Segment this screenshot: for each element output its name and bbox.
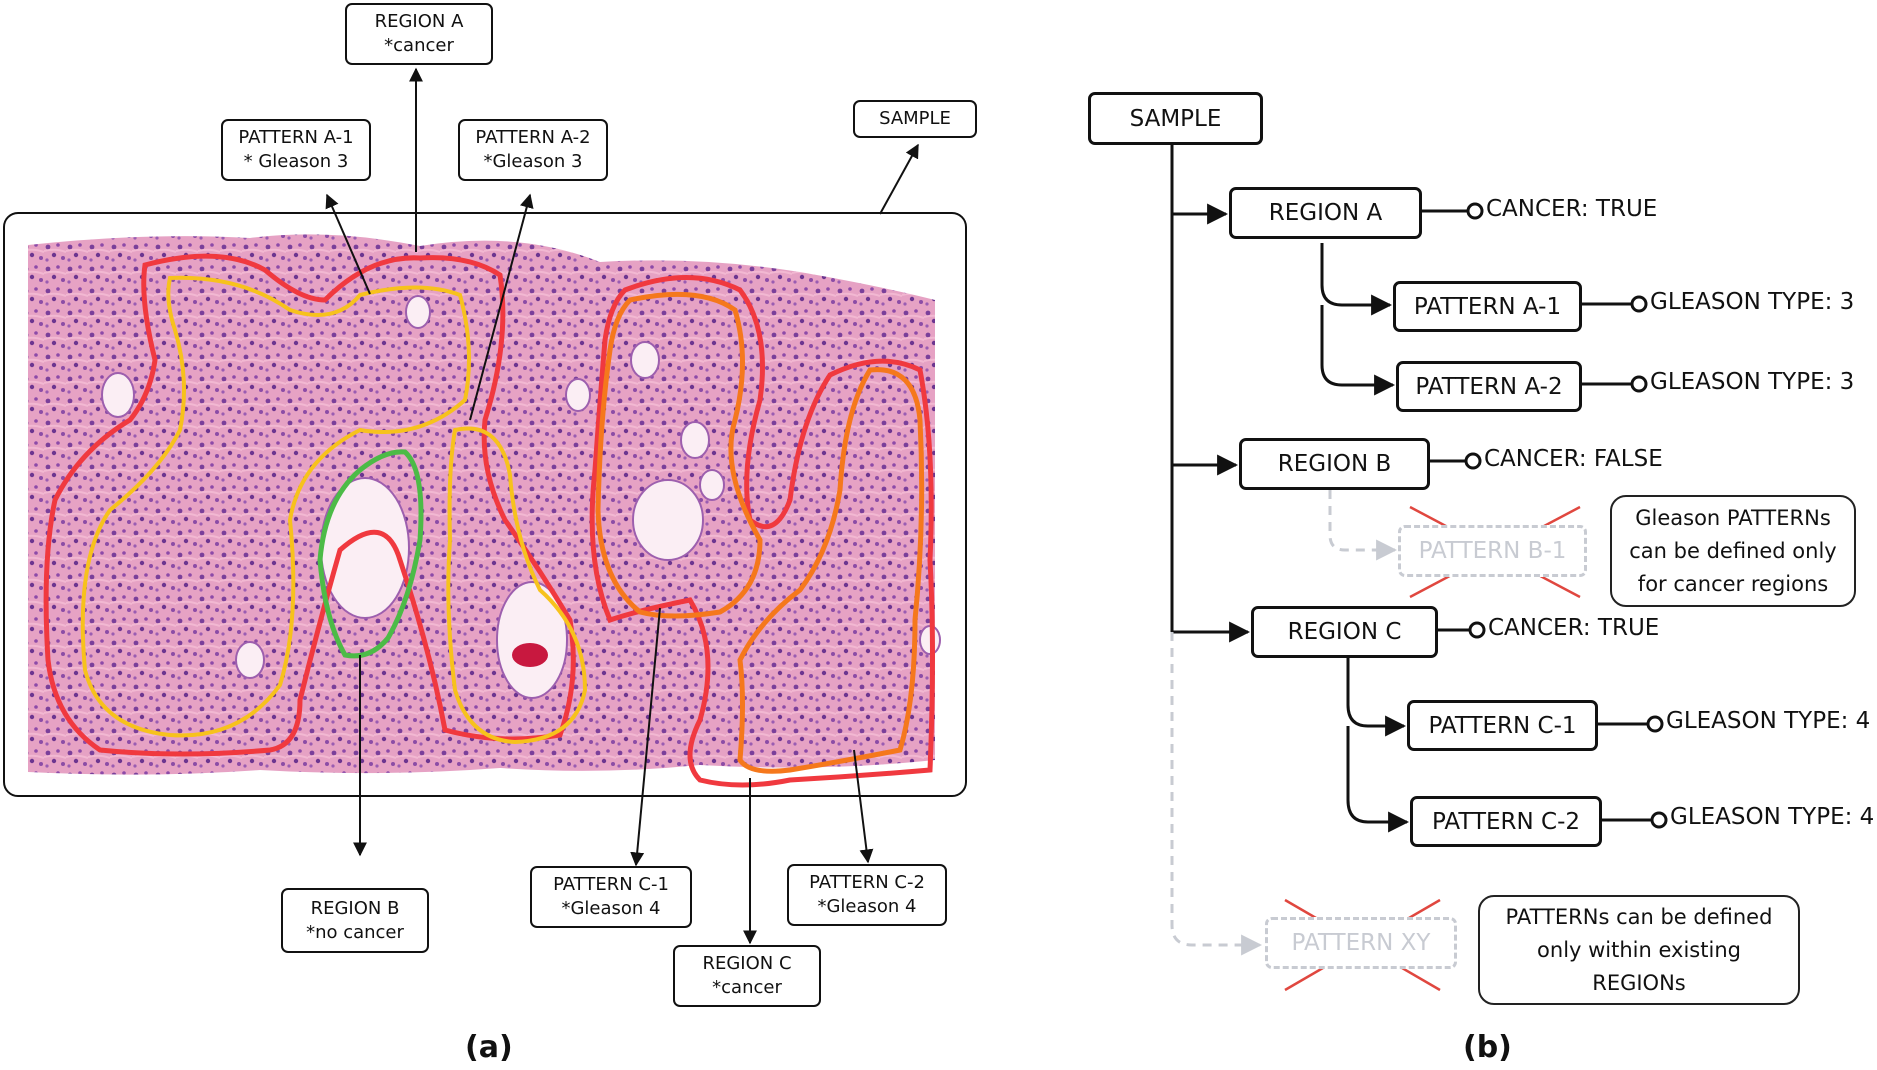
node-pattern-a2: PATTERN A-2 <box>1396 361 1582 412</box>
label-region-c-line2: *cancer <box>712 977 782 998</box>
label-pattern-c2: PATTERN C-2 *Gleason 4 <box>787 864 947 926</box>
label-region-a: REGION A *cancer <box>345 3 493 65</box>
label-region-c: REGION C *cancer <box>673 945 821 1007</box>
pattern-c1-contour <box>595 291 763 619</box>
attr-pattern-a1: GLEASON TYPE: 3 <box>1650 289 1855 315</box>
pattern-c2-contour <box>737 367 925 774</box>
label-sample-line1: SAMPLE <box>879 108 951 129</box>
node-pattern-a1: PATTERN A-1 <box>1393 281 1582 332</box>
region-c-contour <box>589 275 935 788</box>
node-sample: SAMPLE <box>1088 92 1263 145</box>
note-pattern-rule-line3: REGIONs <box>1592 970 1686 995</box>
attribute-circles <box>1464 202 1668 829</box>
label-pattern-c1-line1: PATTERN C-1 <box>553 874 669 895</box>
label-pattern-a1-line2: * Gleason 3 <box>243 151 349 172</box>
caption-a: (a) <box>465 1030 513 1065</box>
attr-region-a: CANCER: TRUE <box>1486 196 1658 222</box>
label-region-a-line2: *cancer <box>384 35 454 56</box>
attr-region-b: CANCER: FALSE <box>1484 446 1663 472</box>
label-pattern-a2-line2: *Gleason 3 <box>483 151 583 172</box>
node-region-a: REGION A <box>1229 187 1422 239</box>
label-pattern-a1-line1: PATTERN A-1 <box>238 127 354 148</box>
invalid-connectors <box>1170 490 1398 956</box>
label-pattern-c2-line1: PATTERN C-2 <box>809 872 925 893</box>
pattern-a2-contour <box>446 426 588 745</box>
region-b-contour <box>317 449 424 659</box>
label-region-b-line2: *no cancer <box>306 921 404 943</box>
note-gleason-rule-line1: Gleason PATTERNs <box>1635 505 1831 530</box>
label-pattern-c1: PATTERN C-1 *Gleason 4 <box>530 866 692 928</box>
pattern-a1-contour <box>80 275 471 738</box>
region-a-contour <box>43 253 576 757</box>
node-region-b: REGION B <box>1239 438 1430 490</box>
node-pattern-c2: PATTERN C-2 <box>1410 796 1602 847</box>
panel-a-arrows <box>325 67 919 945</box>
label-region-b: REGION B *no cancer <box>281 888 429 953</box>
node-pattern-c1: PATTERN C-1 <box>1407 700 1598 751</box>
label-pattern-c1-line2: *Gleason 4 <box>561 898 661 919</box>
attr-pattern-a2: GLEASON TYPE: 3 <box>1650 369 1855 395</box>
label-pattern-a2-line1: PATTERN A-2 <box>475 127 591 148</box>
blood-spot <box>512 643 548 667</box>
note-gleason-rule-line3: for cancer regions <box>1637 571 1829 596</box>
panel-b-tree-lines <box>1170 144 1652 833</box>
node-pattern-b1-invalid: PATTERN B-1 <box>1398 525 1587 577</box>
attr-pattern-c2: GLEASON TYPE: 4 <box>1670 804 1875 830</box>
note-gleason-rule-line2: can be defined only <box>1629 538 1837 563</box>
node-region-c: REGION C <box>1251 606 1438 658</box>
note-gleason-rule: Gleason PATTERNs can be defined only for… <box>1610 495 1856 607</box>
label-region-a-line1: REGION A <box>374 11 464 32</box>
attr-region-c: CANCER: TRUE <box>1488 615 1660 641</box>
label-region-c-line1: REGION C <box>702 953 792 974</box>
label-pattern-a1: PATTERN A-1 * Gleason 3 <box>221 119 371 181</box>
label-sample: SAMPLE <box>853 100 977 138</box>
label-pattern-a2: PATTERN A-2 *Gleason 3 <box>458 119 608 181</box>
note-pattern-rule-line1: PATTERNs can be defined <box>1505 904 1773 929</box>
caption-b: (b) <box>1463 1030 1512 1065</box>
tissue-section <box>28 234 935 775</box>
label-region-b-line1: REGION B <box>310 897 400 919</box>
attr-pattern-c1: GLEASON TYPE: 4 <box>1666 708 1871 734</box>
note-pattern-rule: PATTERNs can be defined only within exis… <box>1478 895 1800 1005</box>
note-pattern-rule-line2: only within existing <box>1537 937 1741 962</box>
node-pattern-xy-invalid: PATTERN XY <box>1265 917 1457 969</box>
label-pattern-c2-line2: *Gleason 4 <box>817 896 917 917</box>
